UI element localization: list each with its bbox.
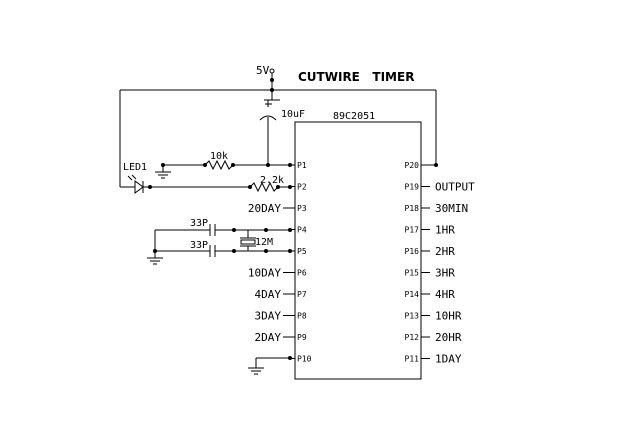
pin-number: P19 — [405, 183, 420, 192]
right-pin-p14: P14 4HR — [405, 288, 456, 301]
resistor-10k-label: 10k — [210, 151, 228, 162]
right-pin-p18: P18 30MIN — [405, 202, 469, 215]
capacitor-10uf: 10uF — [259, 99, 305, 165]
capacitor-33p-top-label: 33P — [190, 218, 208, 229]
left-pin-p3: P3 20DAY — [248, 202, 307, 215]
crystal-network: 33P 33P 12M — [147, 218, 292, 265]
pin-label: 3DAY — [255, 310, 282, 323]
left-pin-p6: P6 10DAY — [248, 267, 307, 280]
pin-label: 2DAY — [255, 331, 282, 344]
pin-number: P3 — [297, 204, 307, 213]
left-pin-p1: P1 — [288, 161, 307, 170]
pin-number: P20 — [405, 161, 420, 170]
right-pin-p20: P20 — [405, 161, 430, 170]
right-pin-p12: P12 20HR — [405, 331, 462, 344]
pin-label: 1DAY — [435, 353, 462, 366]
pin-number: P1 — [297, 161, 307, 170]
right-pin-p19: P19 OUTPUT — [405, 181, 476, 194]
supply-5v-symbol: 5V — [256, 64, 275, 77]
pin-number: P8 — [297, 312, 307, 321]
capacitor-33p-bottom-label: 33P — [190, 240, 208, 251]
p1-network: 10k — [155, 151, 292, 179]
right-pin-p15: P15 3HR — [405, 267, 456, 280]
pin-label: 10HR — [435, 310, 462, 323]
left-pin-p4: P4 — [288, 226, 307, 235]
pin-label: 20HR — [435, 331, 462, 344]
chip-89c2051 — [294, 121, 422, 380]
resistor-2k2-label: 2.2k — [260, 175, 284, 186]
left-pin-p9: P9 2DAY — [255, 331, 307, 344]
right-pin-p17: P17 1HR — [405, 224, 456, 237]
pin-label: 3HR — [435, 267, 455, 280]
pin-label: 30MIN — [435, 202, 468, 215]
left-pin-p2: P2 — [288, 183, 307, 192]
pin-number: P10 — [297, 355, 312, 364]
pin-label: OUTPUT — [435, 181, 475, 194]
pin-number: P11 — [405, 355, 420, 364]
left-pin-p7: P7 4DAY — [255, 288, 307, 301]
pin-number: P7 — [297, 290, 307, 299]
led-network: LED1 2.2k — [120, 162, 292, 194]
pin-number: P4 — [297, 226, 307, 235]
pin-number: P15 — [405, 269, 420, 278]
diagram-title: CUTWIRE TIMER — [298, 70, 414, 84]
right-pin-p16: P16 2HR — [405, 245, 456, 258]
pin-number: P16 — [405, 247, 420, 256]
pin-label: 1HR — [435, 224, 455, 237]
pin-label: 20DAY — [248, 202, 281, 215]
pin-number: P14 — [405, 290, 420, 299]
chip-label: 89C2051 — [333, 111, 375, 122]
left-pin-p5: P5 — [288, 247, 307, 256]
p10-ground — [248, 356, 292, 375]
left-pin-p10: P10 — [288, 355, 312, 364]
left-pin-p8: P8 3DAY — [255, 310, 307, 323]
pin-label: 2HR — [435, 245, 455, 258]
pin-label: 10DAY — [248, 267, 281, 280]
pin-label: 4HR — [435, 288, 455, 301]
pin-label: 4DAY — [255, 288, 282, 301]
led-label: LED1 — [123, 162, 147, 173]
crystal-12m-label: 12M — [255, 237, 273, 248]
right-pin-p11: P11 1DAY — [405, 353, 462, 366]
pin-number: P6 — [297, 269, 307, 278]
pin-number: P12 — [405, 333, 420, 342]
pin-number: P17 — [405, 226, 420, 235]
pin-number: P9 — [297, 333, 307, 342]
supply-label: 5V — [256, 64, 270, 77]
right-pin-p13: P13 10HR — [405, 310, 462, 323]
pin-number: P13 — [405, 312, 420, 321]
power-rail — [119, 73, 437, 187]
pin-number: P5 — [297, 247, 307, 256]
pin-number: P2 — [297, 183, 307, 192]
pin-number: P18 — [405, 204, 420, 213]
capacitor-10uf-label: 10uF — [281, 109, 305, 120]
